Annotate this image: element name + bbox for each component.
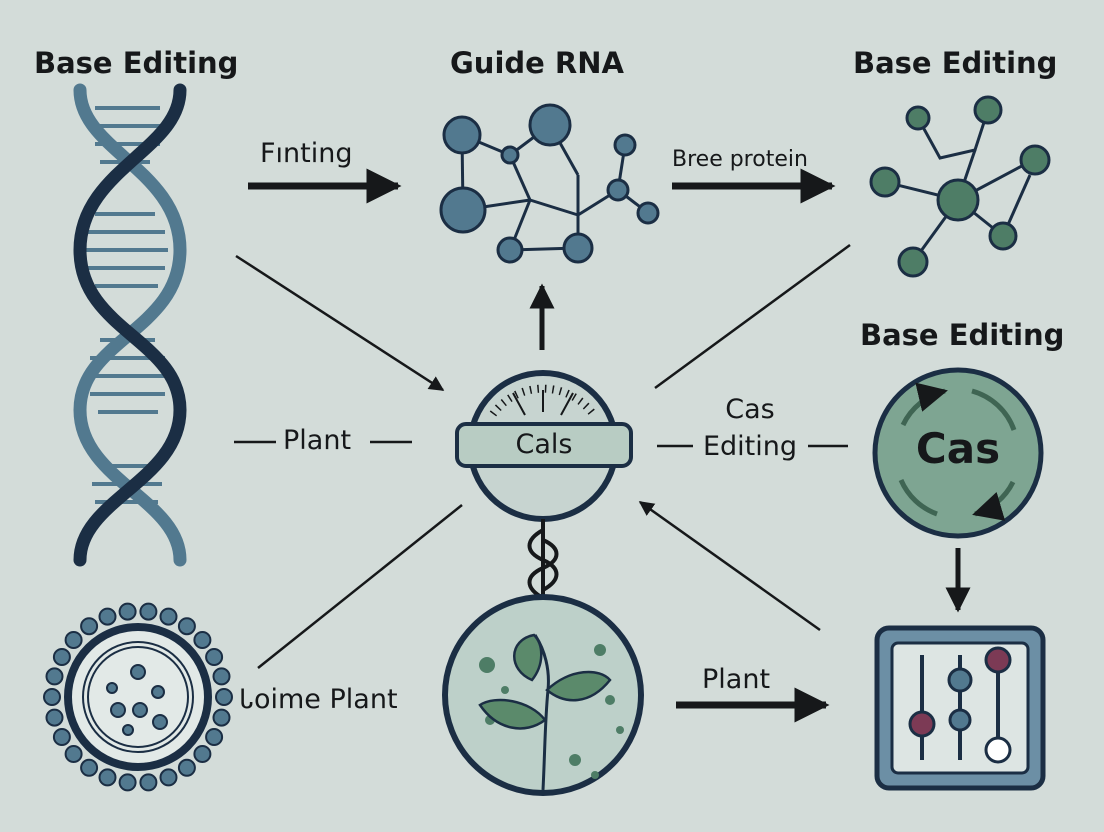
cas-circle-icon xyxy=(872,367,1044,539)
label-finting: Fınting xyxy=(260,138,353,169)
membrane-bead xyxy=(52,728,71,746)
membrane-bead xyxy=(98,768,117,787)
membrane-bead xyxy=(118,773,137,792)
membrane-bead xyxy=(80,617,99,636)
membrane-bead xyxy=(80,758,99,777)
membrane-bead xyxy=(205,648,224,666)
label-dashes xyxy=(234,440,848,448)
membrane-bead xyxy=(177,617,196,636)
connector-dna-to-dial xyxy=(235,254,445,392)
membrane-bead xyxy=(159,607,178,626)
membrane-bead xyxy=(205,728,224,746)
membrane-bead xyxy=(139,602,158,621)
membrane-bead xyxy=(98,607,117,626)
membrane-bead xyxy=(159,768,178,787)
label-cas-circle: Cas xyxy=(915,424,1001,473)
label-guide-rna: Guide RNA xyxy=(450,46,624,80)
membrane-bead xyxy=(193,631,212,649)
molecule-icon xyxy=(439,103,660,264)
label-plant-bottom: Plant xyxy=(702,664,771,695)
label-editing: Editing xyxy=(702,431,798,462)
membrane-bead xyxy=(43,688,61,706)
molecule-green-icon xyxy=(869,95,1051,278)
label-bree-protein: Bree protein xyxy=(672,147,808,172)
membrane-bead xyxy=(212,708,231,727)
membrane-bead xyxy=(64,745,83,763)
label-base-editing-mid-right: Base Editing xyxy=(860,318,1065,352)
label-cas: Cas xyxy=(725,394,775,425)
membrane-bead xyxy=(215,688,233,706)
membrane-bead xyxy=(52,648,71,666)
connector-sliders-to-dial xyxy=(638,500,821,632)
connector-cell-to-dial xyxy=(257,504,463,669)
membrane-bead xyxy=(118,602,137,621)
membrane-bead xyxy=(177,758,196,777)
label-some-plant: Ꮣoime Plant xyxy=(240,684,398,715)
membrane-bead xyxy=(45,708,64,727)
label-plant-left: Plant xyxy=(283,425,352,456)
membrane-bead xyxy=(193,745,212,763)
cell-icon xyxy=(43,602,233,792)
dna-helix-icon xyxy=(73,83,187,567)
connector-right-to-dial xyxy=(654,243,851,390)
badge-cals: Cals xyxy=(515,429,573,460)
label-base-editing-top-left: Base Editing xyxy=(34,46,239,80)
coil-connector xyxy=(527,519,559,600)
membrane-bead xyxy=(212,667,231,686)
membrane-bead xyxy=(139,773,158,792)
membrane-bead xyxy=(64,631,83,649)
label-base-editing-top-right: Base Editing xyxy=(853,46,1058,80)
leaf-dish-icon xyxy=(442,594,644,796)
membrane-bead xyxy=(45,667,64,686)
sliders-panel-icon xyxy=(874,625,1046,791)
